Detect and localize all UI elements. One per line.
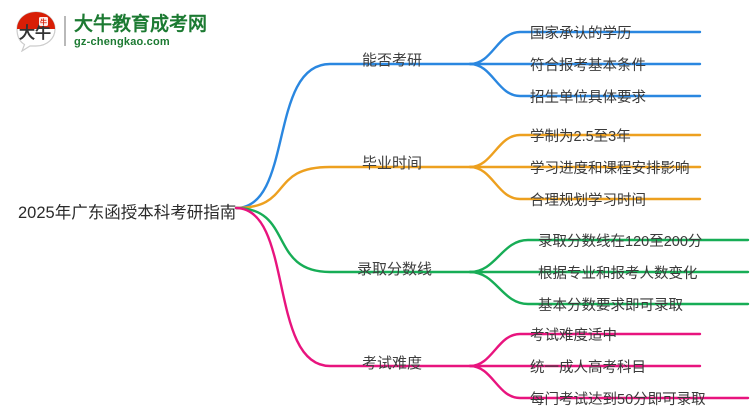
connector-path	[234, 206, 472, 368]
mindmap-leaf-node[interactable]: 考试难度适中	[530, 328, 617, 344]
mindmap-leaf-node[interactable]: 根据专业和报考人数变化	[538, 266, 698, 282]
mindmap-leaf-node[interactable]: 合理规划学习时间	[530, 193, 646, 209]
svg-text:牛: 牛	[40, 18, 47, 27]
mindmap-branch-node[interactable]: 毕业时间	[362, 155, 423, 172]
connector-path	[468, 62, 702, 98]
logo-mark-text: 大牛	[19, 23, 51, 42]
logo-mark-icon: 大牛 牛	[14, 10, 58, 53]
connector-path	[468, 364, 750, 400]
connector-path	[468, 238, 750, 274]
mindmap-leaf-node[interactable]: 招生单位具体要求	[530, 90, 646, 106]
site-logo: 大牛 牛 大牛教育成考网 gz-chengkao.com	[14, 8, 207, 54]
connector-path	[234, 165, 472, 210]
mindmap-leaf-node[interactable]: 符合报考基本条件	[530, 58, 646, 74]
mindmap-leaf-node[interactable]: 国家承认的学历	[530, 26, 632, 42]
logo-divider	[64, 16, 66, 46]
brand-name: 大牛教育成考网	[74, 13, 208, 35]
mindmap-branch-node[interactable]: 录取分数线	[357, 261, 433, 278]
mindmap-leaf-node[interactable]: 每门考试达到50分即可录取	[530, 392, 706, 408]
connector-path	[468, 165, 702, 201]
connector-path	[234, 206, 472, 274]
connector-path	[234, 62, 472, 210]
connector-path	[468, 270, 750, 306]
mindmap-leaf-node[interactable]: 基本分数要求即可录取	[538, 298, 683, 314]
mindmap-leaf-node[interactable]: 学制为2.5至3年	[530, 129, 631, 145]
mindmap-root-node[interactable]: 2025年广东函授本科考研指南	[18, 204, 237, 222]
mindmap-leaf-node[interactable]: 录取分数线在120至200分	[538, 234, 703, 250]
logo-text-block: 大牛教育成考网 gz-chengkao.com	[74, 15, 207, 48]
mindmap-branch-node[interactable]: 能否考研	[362, 52, 423, 69]
brand-url: gz-chengkao.com	[74, 35, 170, 48]
mindmap-leaf-node[interactable]: 学习进度和课程安排影响	[530, 161, 690, 177]
mindmap-leaf-node[interactable]: 统一成人高考科目	[530, 360, 646, 376]
mindmap-branch-node[interactable]: 考试难度	[362, 355, 423, 372]
